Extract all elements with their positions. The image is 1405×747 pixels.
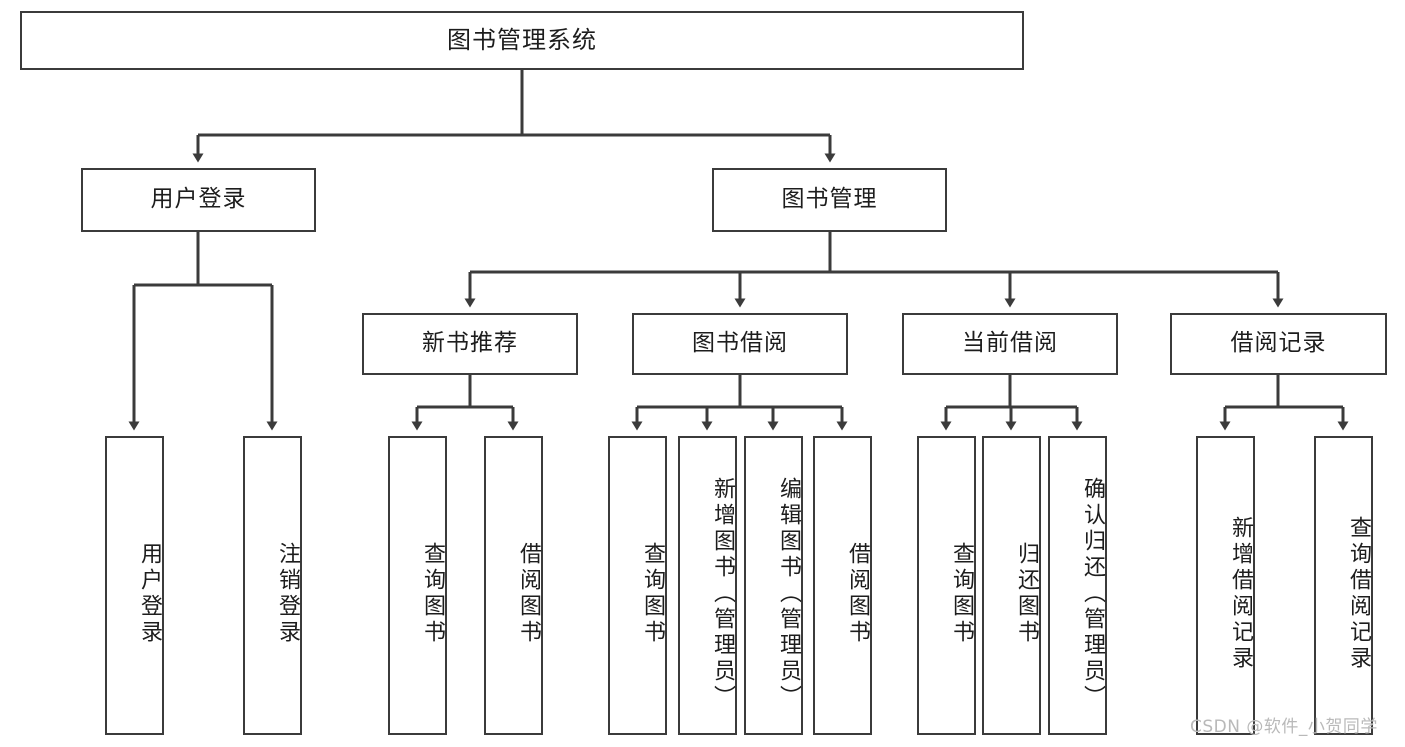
leaf-query-book-borrow[interactable]: 查询图书 xyxy=(608,436,667,735)
leaf-edit-book[interactable]: 编辑图书（管理员） xyxy=(744,436,803,735)
leaf-borrow-book[interactable]: 借阅图书 xyxy=(813,436,872,735)
leaf-borrow-book-rec[interactable]: 借阅图书 xyxy=(484,436,543,735)
csdn-watermark: CSDN @软件_小贺同学 xyxy=(1190,717,1378,737)
leaf-query-book-current[interactable]: 查询图书 xyxy=(917,436,976,735)
leaf-query-record[interactable]: 查询借阅记录 xyxy=(1314,436,1373,735)
node-book-manage[interactable]: 图书管理 xyxy=(712,168,947,232)
leaf-user-login[interactable]: 用户登录 xyxy=(105,436,164,735)
node-new-book-rec[interactable]: 新书推荐 xyxy=(362,313,578,375)
leaf-logout[interactable]: 注销登录 xyxy=(243,436,302,735)
node-user-login[interactable]: 用户登录 xyxy=(81,168,316,232)
node-borrow-record[interactable]: 借阅记录 xyxy=(1170,313,1387,375)
leaf-add-record[interactable]: 新增借阅记录 xyxy=(1196,436,1255,735)
node-book-borrow[interactable]: 图书借阅 xyxy=(632,313,848,375)
leaf-return-book[interactable]: 归还图书 xyxy=(982,436,1041,735)
leaf-query-book-rec[interactable]: 查询图书 xyxy=(388,436,447,735)
leaf-confirm-return[interactable]: 确认归还（管理员） xyxy=(1048,436,1107,735)
node-root[interactable]: 图书管理系统 xyxy=(20,11,1024,70)
leaf-add-book[interactable]: 新增图书（管理员） xyxy=(678,436,737,735)
node-current-borrow[interactable]: 当前借阅 xyxy=(902,313,1118,375)
